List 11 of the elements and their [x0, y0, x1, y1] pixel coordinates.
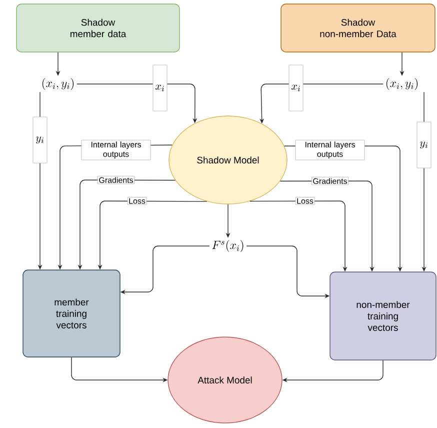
- output-label: $F^s(x_i)$: [212, 240, 244, 252]
- edge-label: $x_i$: [152, 64, 168, 112]
- sample-label: $(x_i, y_i)$: [386, 78, 418, 90]
- edge-label: $y_i$: [32, 116, 48, 164]
- data-box: Shadow member data: [16, 4, 180, 52]
- edge-label: $x_i$: [288, 64, 304, 112]
- sample-label: $(x_i, y_i)$: [42, 78, 74, 90]
- data-box: Shadow non-member Data: [280, 4, 436, 52]
- vectors-box: non-member training vectors: [330, 272, 436, 360]
- vectors-box: member training vectors: [22, 270, 120, 358]
- edge-label: $y_i$: [416, 122, 432, 168]
